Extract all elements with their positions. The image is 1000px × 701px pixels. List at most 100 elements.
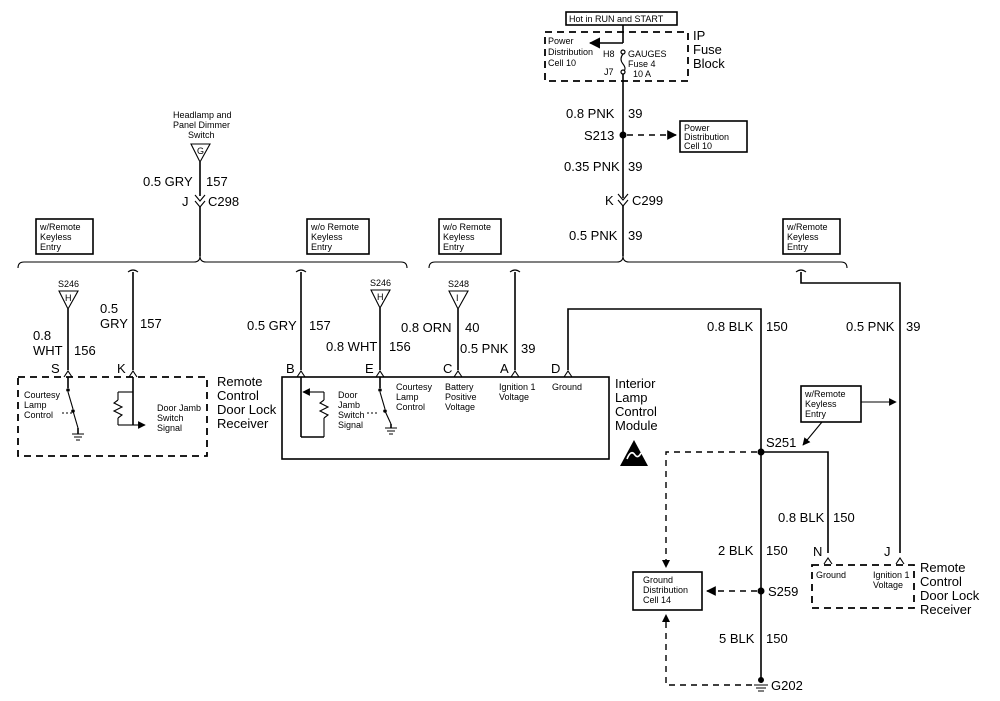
headlamp-dimmer-feed: Headlamp and Panel Dimmer Switch G 0.5 G… <box>143 110 239 256</box>
pin-label: N <box>813 544 822 559</box>
courtesy-lamp-label: Control <box>396 402 425 412</box>
circuit-number-label: 150 <box>833 510 855 525</box>
pin-label: D <box>551 361 560 376</box>
battery-voltage-label: Voltage <box>445 402 475 412</box>
pnk-39-feed: 0.8 PNK 39 S213 Power Distribution Cell … <box>564 74 748 256</box>
connector-label: C298 <box>208 194 239 209</box>
receiver-label: Remote <box>217 374 263 389</box>
wire-size-label: 0.8 BLK <box>778 510 825 525</box>
circuit-number-label: 150 <box>766 543 788 558</box>
receiver-label: Remote <box>920 560 966 575</box>
module-label: Interior <box>615 376 656 391</box>
amp-label: 10 A <box>633 69 651 79</box>
pin-label: K <box>117 361 126 376</box>
pin-label: A <box>500 361 509 376</box>
door-jamb-label: Jamb <box>338 400 360 410</box>
battery-voltage-label: Positive <box>445 392 477 402</box>
headlamp-switch-label: Panel Dimmer <box>173 120 230 130</box>
circuit-number-label: 39 <box>628 228 642 243</box>
option-brackets <box>17 255 848 269</box>
ground-label: Ground <box>816 570 846 580</box>
pin-label: J <box>884 544 891 559</box>
middle-branches: 0.5 GRY 157 S246 H 0.8 WHT 156 S248 I 0.… <box>247 269 920 553</box>
receiver-label: Door Lock <box>217 402 277 417</box>
left-receiver: Courtesy Lamp Control Door Jamb Switch S… <box>17 374 277 457</box>
splice-label: S246 <box>58 279 79 289</box>
option-label: Entry <box>311 242 333 252</box>
option-label: Entry <box>443 242 465 252</box>
circuit-number-label: 156 <box>389 339 411 354</box>
right-receiver: N J Ground Ignition 1 Voltage Remote Con… <box>811 544 980 617</box>
wire-size-label: 0.8 BLK <box>707 319 754 334</box>
splice-pack-label: H <box>65 293 72 303</box>
door-jamb-label: Door Jamb <box>157 403 201 413</box>
splice-pack-label: I <box>456 293 459 303</box>
wire-size-label: 0.8 ORN <box>401 320 452 335</box>
ground-distribution-label: Ground <box>643 575 673 585</box>
pins: S K B E C A D <box>51 361 573 378</box>
circuit-number-label: 150 <box>766 631 788 646</box>
ip-fuse-block-label: IP <box>693 28 705 43</box>
pin-label: S <box>51 361 60 376</box>
h8-label: H8 <box>603 49 615 59</box>
ignition-label: Voltage <box>499 392 529 402</box>
ip-fuse-block-label: Block <box>693 56 725 71</box>
option-label: Entry <box>805 409 827 419</box>
wire-size-label: 0.8 WHT <box>326 339 377 354</box>
circuit-number-label: 157 <box>309 318 331 333</box>
option-boxes: w/Remote Keyless Entry w/o Remote Keyles… <box>35 218 841 255</box>
module-label: Module <box>615 418 658 433</box>
circuit-number-label: 157 <box>206 174 228 189</box>
circuit-number-label: 157 <box>140 316 162 331</box>
pd-cell10-label: Cell 10 <box>548 58 576 68</box>
wire-size-label: 0.5 GRY <box>143 174 193 189</box>
gauges-label: GAUGES <box>628 49 667 59</box>
option-label: w/Remote <box>786 222 828 232</box>
wire-size-label: 0.5 PNK <box>460 341 509 356</box>
splice-label: S248 <box>448 279 469 289</box>
door-jamb-label: Signal <box>338 420 363 430</box>
courtesy-lamp-label: Courtesy <box>396 382 433 392</box>
receiver-label: Door Lock <box>920 588 980 603</box>
door-jamb-label: Door <box>338 390 358 400</box>
door-jamb-label: Signal <box>157 423 182 433</box>
ignition-label: Ignition 1 <box>499 382 536 392</box>
wire-size-label: GRY <box>100 316 128 331</box>
ground-network: w/Remote Keyless Entry S251 0.8 BLK 150 … <box>632 385 897 693</box>
module-label: Control <box>615 404 657 419</box>
power-distribution-label: Power <box>684 123 710 133</box>
pin-label: K <box>605 193 614 208</box>
circuit-number-label: 40 <box>465 320 479 335</box>
splice-label: S213 <box>584 128 614 143</box>
wire-size-label: 0.8 PNK <box>566 106 615 121</box>
splice-pack-label: H <box>377 292 384 302</box>
wire-size-label: 2 BLK <box>718 543 754 558</box>
ground-point-label: G202 <box>771 678 803 693</box>
courtesy-lamp-label: Control <box>24 410 53 420</box>
wire-size-label: 0.5 <box>100 301 118 316</box>
module-label: Lamp <box>615 390 648 405</box>
door-jamb-label: Switch <box>338 410 365 420</box>
circuit-number-label: 39 <box>906 319 920 334</box>
splice-label: S251 <box>766 435 796 450</box>
wire-size-label: 5 BLK <box>719 631 755 646</box>
option-label: w/Remote <box>804 389 846 399</box>
ip-fuse-block-label: Fuse <box>693 42 722 57</box>
option-label: Keyless <box>787 232 819 242</box>
wire-size-label: 0.5 GRY <box>247 318 297 333</box>
option-label: Keyless <box>443 232 475 242</box>
option-label: Keyless <box>311 232 343 242</box>
esd-warning-icon <box>620 440 648 466</box>
left-branch: S246 H 0.8 WHT 156 0.5 GRY 157 <box>33 269 162 370</box>
courtesy-lamp-label: Lamp <box>396 392 419 402</box>
splice-label: S259 <box>768 584 798 599</box>
ground-distribution-label: Cell 14 <box>643 595 671 605</box>
option-label: w/Remote <box>39 222 81 232</box>
ignition-label: Ignition 1 <box>873 570 910 580</box>
power-distribution-label: Distribution <box>684 132 729 142</box>
receiver-label: Receiver <box>920 602 972 617</box>
headlamp-switch-label: Switch <box>188 130 215 140</box>
ignition-label: Voltage <box>873 580 903 590</box>
splice-label: S246 <box>370 278 391 288</box>
